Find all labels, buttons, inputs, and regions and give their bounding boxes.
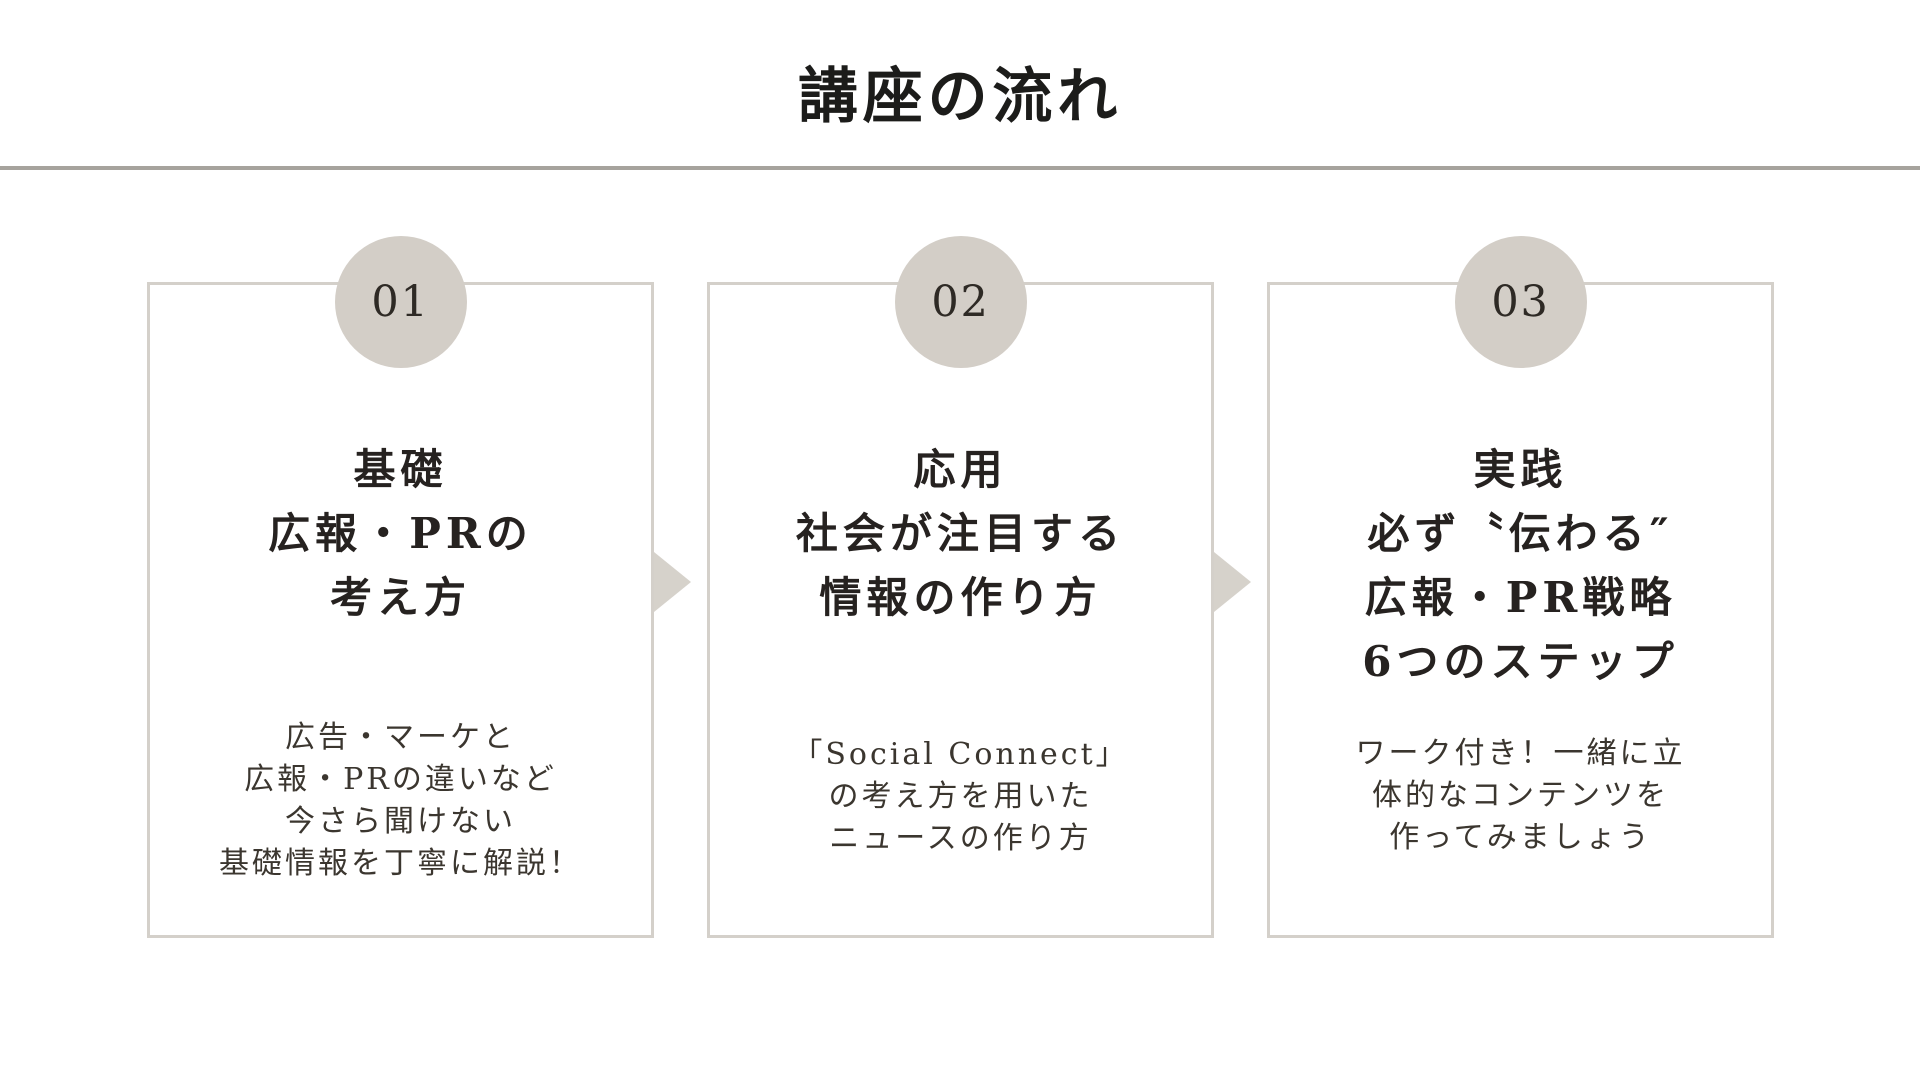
body-line: 「Social Connect」 xyxy=(792,737,1129,772)
course-flow: 01 基礎 広報・PRの 考え方 広告・マーケと 広報・PRの違いなど 今さら聞… xyxy=(147,236,1774,938)
step-01-heading: 基礎 広報・PRの 考え方 xyxy=(150,438,651,630)
step-number: 01 xyxy=(371,276,430,327)
body-line: ワーク付き！一緒に立 xyxy=(1355,736,1686,771)
step-01-circle-badge: 01 xyxy=(334,236,467,368)
title-divider xyxy=(0,166,1920,170)
heading-line: 広報・PRの xyxy=(268,509,533,558)
heading-line: 情報の作り方 xyxy=(819,573,1102,622)
step-03-description: ワーク付き！一緒に立 体的なコンテンツを 作ってみましょう xyxy=(1270,733,1771,859)
step-01-description: 広告・マーケと 広報・PRの違いなど 今さら聞けない 基礎情報を丁寧に解説！ xyxy=(150,717,651,885)
step-card-02: 02 応用 社会が注目する 情報の作り方 「Social Connect」 の考… xyxy=(707,236,1214,938)
heading-line: 実践 xyxy=(1473,445,1568,494)
step-03-circle-badge: 03 xyxy=(1454,236,1587,368)
body-line: 今さら聞けない xyxy=(285,804,516,839)
step-card-03: 03 実践 必ず〝伝わる″ 広報・PR戦略 6つのステップ ワーク付き！一緒に立… xyxy=(1267,236,1774,938)
arrow-right-icon xyxy=(1214,552,1251,612)
body-line: の考え方を用いた xyxy=(828,779,1093,814)
heading-line: 広報・PR戦略 xyxy=(1364,573,1677,622)
step-02-circle-badge: 02 xyxy=(894,236,1027,368)
heading-line: 社会が注目する xyxy=(795,509,1126,558)
body-line: ニュースの作り方 xyxy=(829,821,1092,856)
step-number: 03 xyxy=(1491,276,1550,327)
heading-line: 必ず〝伝わる″ xyxy=(1367,509,1674,558)
page-title: 講座の流れ xyxy=(798,62,1122,132)
body-line: 基礎情報を丁寧に解説！ xyxy=(219,846,582,881)
arrow-right-icon xyxy=(654,552,691,612)
heading-line: 6つのステップ xyxy=(1362,637,1679,686)
body-line: 広報・PRの違いなど xyxy=(244,762,557,797)
step-card-01: 01 基礎 広報・PRの 考え方 広告・マーケと 広報・PRの違いなど 今さら聞… xyxy=(147,236,654,938)
step-02-heading: 応用 社会が注目する 情報の作り方 xyxy=(710,438,1211,630)
flow-gap-2 xyxy=(1214,282,1267,938)
heading-line: 考え方 xyxy=(329,573,472,622)
heading-line: 応用 xyxy=(913,445,1008,494)
step-03-heading: 実践 必ず〝伝わる″ 広報・PR戦略 6つのステップ xyxy=(1270,438,1771,694)
step-02-description: 「Social Connect」 の考え方を用いた ニュースの作り方 xyxy=(710,734,1211,860)
step-number: 02 xyxy=(931,276,990,327)
flow-gap-1 xyxy=(654,282,707,938)
body-line: 作ってみましょう xyxy=(1389,820,1652,855)
body-line: 体的なコンテンツを xyxy=(1372,778,1669,813)
heading-line: 基礎 xyxy=(353,445,448,494)
body-line: 広告・マーケと xyxy=(285,720,516,755)
